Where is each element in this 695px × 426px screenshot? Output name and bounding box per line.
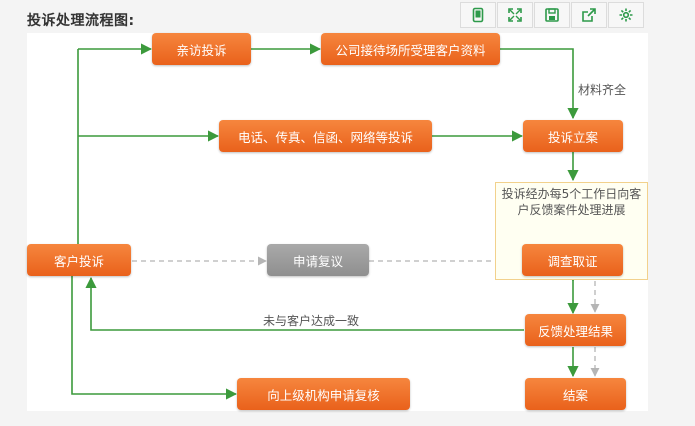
fullscreen-icon[interactable] bbox=[497, 2, 533, 28]
node-visit[interactable]: 亲访投诉 bbox=[152, 33, 251, 65]
tablet-icon[interactable] bbox=[460, 2, 496, 28]
edge-to-higher bbox=[71, 276, 238, 400]
edge-feedback-customer bbox=[85, 276, 524, 331]
node-investigation[interactable]: 调查取证 bbox=[522, 244, 623, 276]
node-phone-fax[interactable]: 电话、传真、信函、网络等投诉 bbox=[219, 120, 432, 152]
node-feedback-result[interactable]: 反馈处理结果 bbox=[525, 314, 626, 346]
node-case-filing[interactable]: 投诉立案 bbox=[523, 120, 623, 152]
share-icon[interactable] bbox=[571, 2, 607, 28]
node-customer-complaint[interactable]: 客户投诉 bbox=[27, 244, 131, 276]
edge-company-case bbox=[500, 48, 579, 120]
page-title: 投诉处理流程图: bbox=[27, 13, 135, 29]
label-materials-complete: 材料齐全 bbox=[578, 83, 627, 97]
node-review-request[interactable]: 申请复议 bbox=[267, 244, 369, 276]
handler-note: 投诉经办每5个工作日向客户反馈案件处理进展 bbox=[501, 187, 642, 217]
node-company-receive[interactable]: 公司接待场所受理客户资料 bbox=[321, 33, 500, 65]
toolbar bbox=[460, 2, 645, 30]
settings-icon[interactable] bbox=[608, 2, 644, 28]
save-icon[interactable] bbox=[534, 2, 570, 28]
node-higher-review[interactable]: 向上级机构申请复核 bbox=[237, 378, 410, 410]
label-no-agreement: 未与客户达成一致 bbox=[263, 314, 360, 328]
node-close-case[interactable]: 结案 bbox=[525, 378, 626, 410]
